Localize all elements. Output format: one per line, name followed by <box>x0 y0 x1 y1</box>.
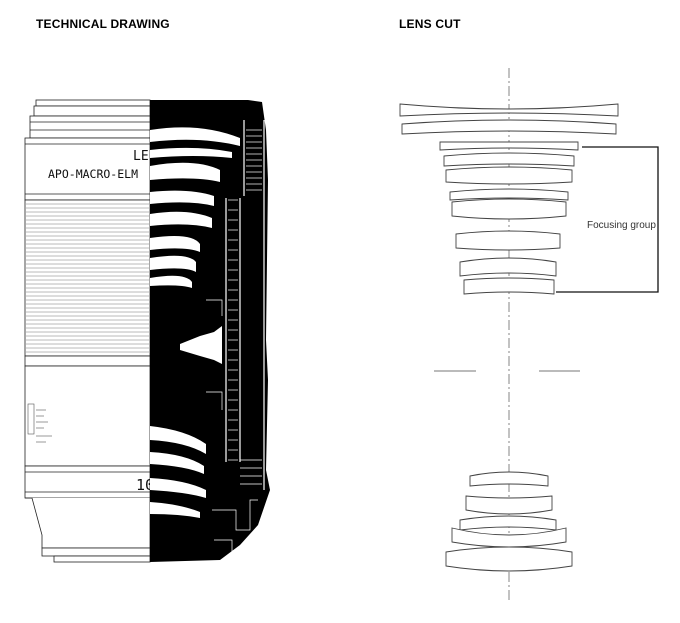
focus-ring <box>24 199 151 357</box>
lens-element <box>463 277 555 295</box>
engraving-model: APO-MACRO-ELM <box>48 167 138 181</box>
lens-element <box>451 527 567 548</box>
distance-scale-markings <box>27 403 52 443</box>
technical-drawing-heading: TECHNICAL DRAWING <box>36 17 170 31</box>
lens-element <box>469 471 549 487</box>
engraving-brand: LE <box>133 149 149 164</box>
lens-element <box>439 141 579 151</box>
lens-cut-elements <box>399 103 619 572</box>
focusing-group-label: Focusing group <box>587 220 656 231</box>
lens-exterior-drawing <box>24 99 151 563</box>
lens-element <box>445 546 573 572</box>
focusing-group-bracket <box>556 146 659 293</box>
lens-element <box>443 152 575 167</box>
lens-element <box>455 230 561 251</box>
lens-element <box>451 198 567 220</box>
lens-cross-section <box>150 100 270 562</box>
focal-length-mark: 10 <box>136 476 154 494</box>
lens-element <box>399 103 619 117</box>
lens-element <box>459 515 557 531</box>
lens-element <box>445 166 573 185</box>
lens-element <box>459 257 557 277</box>
focus-ring-knurling <box>26 203 149 353</box>
lens-element <box>449 188 569 201</box>
lens-element <box>401 119 617 135</box>
lens-cut-heading: LENS CUT <box>399 17 461 31</box>
lens-element <box>465 495 553 515</box>
